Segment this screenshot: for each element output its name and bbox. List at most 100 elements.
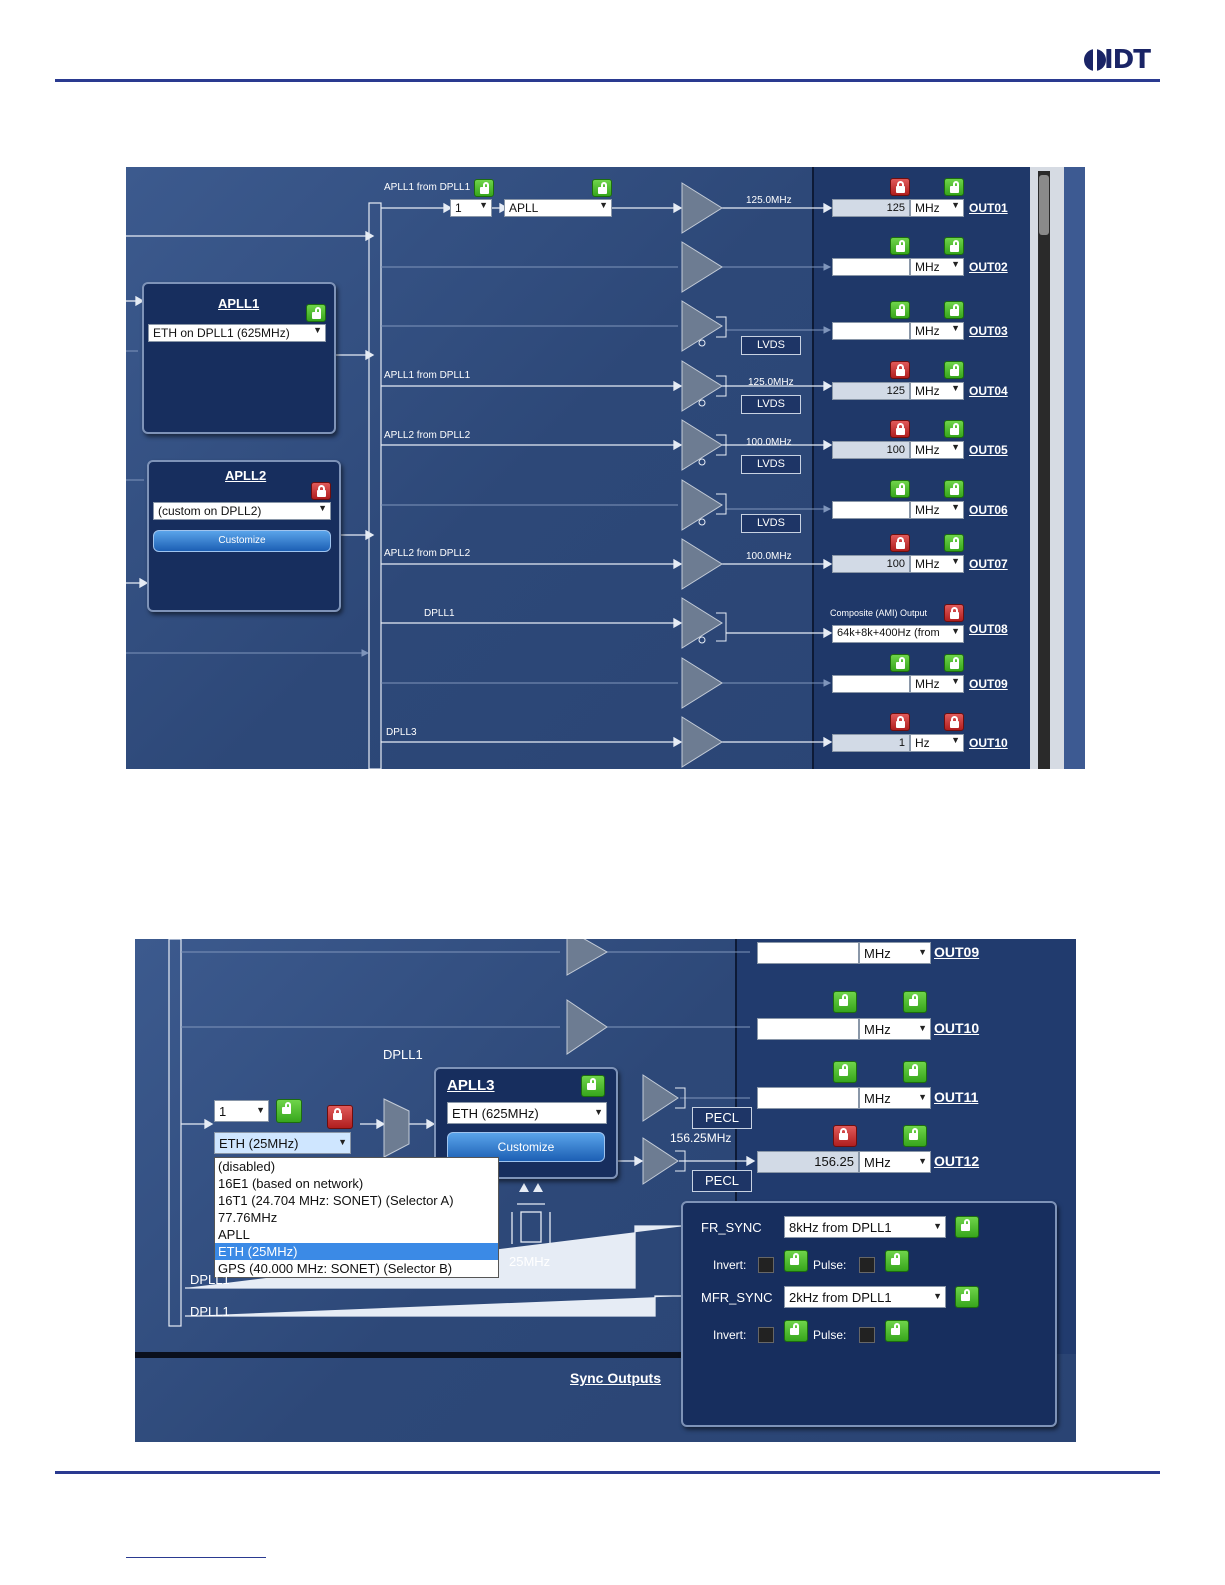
customize-button[interactable]: Customize bbox=[447, 1132, 605, 1162]
lock-open-icon[interactable] bbox=[474, 179, 494, 197]
out06-frequency[interactable] bbox=[832, 501, 910, 519]
lock-open-icon[interactable] bbox=[276, 1099, 302, 1123]
out11-unit-select[interactable]: MHz▼ bbox=[859, 1087, 931, 1109]
out03-unit-select[interactable]: MHz▼ bbox=[910, 322, 964, 340]
out09-unit-select[interactable]: MHz▼ bbox=[859, 942, 931, 964]
mfr-pulse-checkbox[interactable] bbox=[859, 1327, 875, 1343]
lock-closed-icon[interactable] bbox=[890, 420, 910, 438]
lock-closed-icon[interactable] bbox=[944, 604, 964, 622]
out01-link[interactable]: OUT01 bbox=[969, 201, 1008, 215]
lock-open-icon[interactable] bbox=[833, 991, 857, 1013]
lock-open-icon[interactable] bbox=[784, 1320, 808, 1342]
out04-unit-select[interactable]: MHz▼ bbox=[910, 382, 964, 400]
lock-open-icon[interactable] bbox=[944, 237, 964, 255]
dropdown-option[interactable]: 16E1 (based on network) bbox=[218, 1176, 364, 1191]
lock-closed-icon[interactable] bbox=[890, 713, 910, 731]
lock-open-icon[interactable] bbox=[890, 654, 910, 672]
lock-open-icon[interactable] bbox=[944, 480, 964, 498]
customize-button[interactable]: Customize bbox=[153, 530, 331, 552]
lock-closed-icon[interactable] bbox=[890, 178, 910, 196]
out06-link[interactable]: OUT06 bbox=[969, 503, 1008, 517]
out01-unit-select[interactable]: MHz▼ bbox=[910, 199, 964, 217]
lock-open-icon[interactable] bbox=[955, 1216, 979, 1238]
out10-unit-select[interactable]: Hz▼ bbox=[910, 734, 964, 752]
lock-open-icon[interactable] bbox=[890, 301, 910, 319]
apll1-select[interactable]: ETH on DPLL1 (625MHz)▼ bbox=[148, 324, 326, 342]
dropdown-option[interactable]: 16T1 (24.704 MHz: SONET) (Selector A) bbox=[218, 1193, 454, 1208]
dropdown-option[interactable]: GPS (40.000 MHz: SONET) (Selector B) bbox=[218, 1261, 453, 1276]
lock-open-icon[interactable] bbox=[592, 179, 612, 197]
out03-link[interactable]: OUT03 bbox=[969, 324, 1008, 338]
dropdown-option[interactable]: (disabled) bbox=[218, 1159, 276, 1174]
lock-closed-icon[interactable] bbox=[890, 361, 910, 379]
lock-open-icon[interactable] bbox=[890, 237, 910, 255]
out05-link[interactable]: OUT05 bbox=[969, 443, 1008, 457]
lock-closed-icon[interactable] bbox=[890, 534, 910, 552]
out02-unit-select[interactable]: MHz▼ bbox=[910, 258, 964, 276]
lock-open-icon[interactable] bbox=[944, 654, 964, 672]
out12-frequency[interactable]: 156.25 bbox=[757, 1151, 859, 1173]
dropdown-option[interactable]: 77.76MHz bbox=[218, 1210, 278, 1225]
out04-link[interactable]: OUT04 bbox=[969, 384, 1008, 398]
out10-link[interactable]: OUT10 bbox=[969, 736, 1008, 750]
lock-open-icon[interactable] bbox=[833, 1061, 857, 1083]
out07-link[interactable]: OUT07 bbox=[969, 557, 1008, 571]
source-select[interactable]: APLL▼ bbox=[504, 199, 612, 217]
out05-frequency[interactable]: 100 bbox=[832, 441, 910, 459]
lock-open-icon[interactable] bbox=[944, 301, 964, 319]
out06-unit-select[interactable]: MHz▼ bbox=[910, 501, 964, 519]
lock-open-icon[interactable] bbox=[903, 1125, 927, 1147]
lock-open-icon[interactable] bbox=[885, 1320, 909, 1342]
out01-frequency[interactable]: 125 bbox=[832, 199, 910, 217]
apll3-select[interactable]: ETH (625MHz)▼ bbox=[447, 1102, 607, 1124]
fr-pulse-checkbox[interactable] bbox=[859, 1257, 875, 1273]
out11-frequency[interactable] bbox=[757, 1087, 859, 1109]
lock-closed-icon[interactable] bbox=[311, 482, 331, 500]
lock-closed-icon[interactable] bbox=[327, 1105, 353, 1129]
out09-link[interactable]: OUT09 bbox=[934, 944, 980, 960]
out10-unit-select[interactable]: MHz▼ bbox=[859, 1018, 931, 1040]
out03-frequency[interactable] bbox=[832, 322, 910, 340]
out12-link[interactable]: OUT12 bbox=[934, 1153, 980, 1169]
lock-open-icon[interactable] bbox=[306, 304, 326, 322]
lock-closed-icon[interactable] bbox=[833, 1125, 857, 1147]
lock-open-icon[interactable] bbox=[944, 178, 964, 196]
sync-outputs-link[interactable]: Sync Outputs bbox=[570, 1370, 662, 1386]
out05-unit-select[interactable]: MHz▼ bbox=[910, 441, 964, 459]
out07-frequency[interactable]: 100 bbox=[832, 555, 910, 573]
out09-link[interactable]: OUT09 bbox=[969, 677, 1008, 691]
lock-open-icon[interactable] bbox=[903, 1061, 927, 1083]
out04-frequency[interactable]: 125 bbox=[832, 382, 910, 400]
out10-frequency[interactable] bbox=[757, 1018, 859, 1040]
out07-unit-select[interactable]: MHz▼ bbox=[910, 555, 964, 573]
lock-open-icon[interactable] bbox=[784, 1250, 808, 1272]
divider-select[interactable]: 1▼ bbox=[214, 1100, 269, 1122]
out09-frequency[interactable] bbox=[757, 942, 859, 964]
fr-sync-select[interactable]: 8kHz from DPLL1▼ bbox=[784, 1216, 946, 1238]
apll2-select[interactable]: (custom on DPLL2)▼ bbox=[153, 502, 331, 520]
dropdown-option[interactable]: APLL bbox=[218, 1227, 250, 1242]
out10-frequency[interactable]: 1 bbox=[832, 734, 910, 752]
divider-select[interactable]: 1▼ bbox=[450, 199, 492, 217]
lock-open-icon[interactable] bbox=[890, 480, 910, 498]
out12-unit-select[interactable]: MHz▼ bbox=[859, 1151, 931, 1173]
lock-open-icon[interactable] bbox=[581, 1075, 605, 1097]
out10-link[interactable]: OUT10 bbox=[934, 1020, 980, 1036]
lock-open-icon[interactable] bbox=[944, 361, 964, 379]
lock-closed-icon[interactable] bbox=[944, 713, 964, 731]
out08-link[interactable]: OUT08 bbox=[969, 622, 1008, 636]
lock-open-icon[interactable] bbox=[903, 991, 927, 1013]
out09-frequency[interactable] bbox=[832, 675, 910, 693]
lock-open-icon[interactable] bbox=[944, 420, 964, 438]
lock-open-icon[interactable] bbox=[885, 1250, 909, 1272]
out11-link[interactable]: OUT11 bbox=[934, 1089, 979, 1105]
out02-frequency[interactable] bbox=[832, 258, 910, 276]
out08-format-select[interactable]: 64k+8k+400Hz (from▼ bbox=[832, 625, 964, 643]
input-select[interactable]: ETH (25MHz)▼ bbox=[214, 1132, 351, 1154]
out09-unit-select[interactable]: MHz▼ bbox=[910, 675, 964, 693]
lock-open-icon[interactable] bbox=[955, 1286, 979, 1308]
lock-open-icon[interactable] bbox=[944, 534, 964, 552]
mfr-invert-checkbox[interactable] bbox=[758, 1327, 774, 1343]
out02-link[interactable]: OUT02 bbox=[969, 260, 1008, 274]
mfr-sync-select[interactable]: 2kHz from DPLL1▼ bbox=[784, 1286, 946, 1308]
